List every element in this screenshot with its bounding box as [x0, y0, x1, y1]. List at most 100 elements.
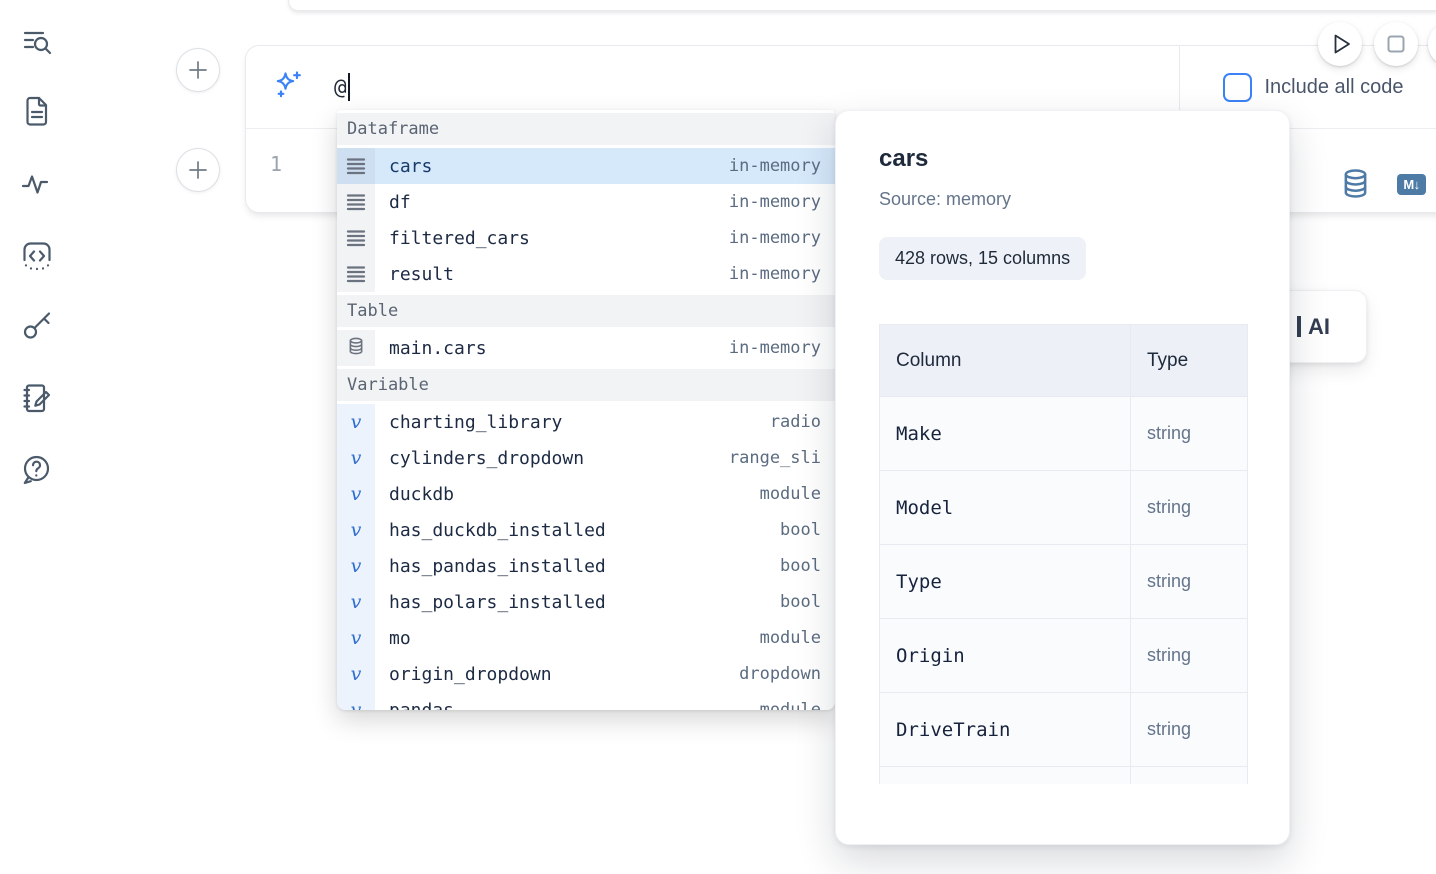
completion-item-name: cylinders_dropdown [389, 448, 584, 469]
toc-search-icon[interactable] [18, 24, 56, 62]
completion-item-gutter: v [337, 692, 375, 710]
schema-header-row: ColumnType [880, 325, 1248, 397]
variable-icon: v [351, 521, 362, 540]
schema-column-type [1131, 767, 1248, 785]
completion-item[interactable]: dfin-memory [337, 184, 835, 220]
completion-item-gutter: v [337, 404, 375, 440]
schema-column-type: string [1131, 693, 1248, 767]
variable-icon: v [351, 629, 362, 648]
preview-source: Source: memory [879, 189, 1246, 210]
completion-item[interactable]: v cylinders_dropdown range_sli [337, 440, 835, 476]
schema-column-type: string [1131, 619, 1248, 693]
completion-item[interactable]: vhas_polars_installedbool [337, 584, 835, 620]
completion-item-gutter: v [337, 620, 375, 656]
key-icon[interactable] [18, 308, 56, 346]
variable-icon: v [351, 557, 362, 576]
completion-item-type: in-memory [729, 338, 835, 358]
dataframe-rows-icon [346, 228, 366, 248]
run-cell-button[interactable] [1318, 22, 1362, 66]
document-icon[interactable] [18, 93, 56, 131]
text-cursor [348, 73, 350, 101]
table-database-icon [348, 337, 364, 360]
completion-item-type: in-memory [729, 192, 835, 212]
completion-item-name: cars [389, 156, 432, 177]
completion-dropdown: Dataframecarsin-memorydfin-memoryfiltere… [337, 110, 835, 710]
variable-icon: v [351, 449, 362, 468]
completion-item-gutter: v [337, 512, 375, 548]
completion-item-type: range_sli [729, 448, 835, 468]
completion-item-name: has_polars_installed [389, 592, 606, 613]
schema-column-name [880, 767, 1131, 785]
completion-item-gutter: v [337, 440, 375, 476]
completion-item[interactable]: v origin_dropdown dropdown [337, 656, 835, 692]
completion-item-name: has_pandas_installed [389, 556, 606, 577]
completion-item-name: pandas [389, 700, 454, 711]
schema-row: Modelstring [880, 471, 1248, 545]
completion-item-name: mo [389, 628, 411, 649]
sql-database-icon[interactable] [1342, 168, 1369, 204]
completion-item-name: origin_dropdown [389, 664, 552, 685]
dataframe-rows-icon [346, 192, 366, 212]
schema-row: Typestring [880, 545, 1248, 619]
completion-item-name: has_duckdb_installed [389, 520, 606, 541]
include-all-code-label: Include all code [1265, 76, 1404, 99]
completion-item-gutter [337, 256, 375, 292]
play-icon [1318, 54, 1362, 69]
completion-item[interactable]: v pandas module [337, 692, 835, 710]
schema-column-name: Model [880, 471, 1131, 545]
help-icon[interactable] [18, 452, 56, 490]
completion-item[interactable]: carsin-memory [337, 148, 835, 184]
completion-item[interactable]: vhas_duckdb_installedbool [337, 512, 835, 548]
completion-item[interactable]: v has_pandas_installed bool [337, 548, 835, 584]
variable-icon: v [351, 665, 362, 684]
sidebar [0, 0, 70, 874]
activity-icon[interactable] [18, 166, 56, 204]
completion-item-type: dropdown [739, 664, 835, 684]
completion-item-name: result [389, 264, 454, 285]
schema-table-wrapper: ColumnType MakestringModelstringTypestri… [879, 324, 1248, 784]
completion-item[interactable]: vmomodule [337, 620, 835, 656]
completion-item-gutter [337, 330, 375, 366]
completion-item-name: duckdb [389, 484, 454, 505]
scratchpad-icon[interactable] [18, 380, 56, 418]
completion-section-header: Variable [337, 369, 835, 401]
ai-button-label: AI [1308, 314, 1330, 340]
completion-item-type: bool [780, 592, 835, 612]
markdown-icon[interactable]: M↓ [1397, 174, 1426, 195]
completion-item[interactable]: result in-memory [337, 256, 835, 292]
schema-column-name: Make [880, 397, 1131, 471]
variable-icon: v [351, 701, 362, 711]
add-cell-button-bottom[interactable] [176, 148, 220, 192]
completion-item-name: charting_library [389, 412, 562, 433]
preview-title: cars [879, 145, 1246, 173]
dataframe-preview-panel: cars Source: memory 428 rows, 15 columns… [835, 110, 1290, 845]
code-snippets-icon[interactable] [18, 238, 56, 276]
completion-item[interactable]: vcharting_libraryradio [337, 404, 835, 440]
variable-icon: v [351, 413, 362, 432]
schema-header-cell: Column [880, 325, 1131, 397]
completion-item-type: bool [780, 556, 835, 576]
markdown-badge-text: M↓ [1403, 177, 1419, 192]
completion-item[interactable]: v duckdb module [337, 476, 835, 512]
completion-item-gutter: v [337, 476, 375, 512]
prompt-text: @ [334, 75, 347, 99]
completion-item-gutter [337, 148, 375, 184]
completion-item-type: module [760, 700, 835, 710]
variable-icon: v [351, 485, 362, 504]
completion-item[interactable]: main.cars in-memory [337, 330, 835, 366]
completion-section-header: Dataframe [337, 113, 835, 145]
completion-item[interactable]: filtered_carsin-memory [337, 220, 835, 256]
schema-row: Originstring [880, 619, 1248, 693]
completion-item-type: module [760, 484, 835, 504]
schema-column-name: Type [880, 545, 1131, 619]
schema-column-type: string [1131, 545, 1248, 619]
completion-item-name: main.cars [389, 338, 487, 359]
sparkles-ai-icon [272, 69, 304, 101]
completion-item-type: in-memory [729, 264, 835, 284]
include-all-code-checkbox[interactable] [1223, 73, 1252, 102]
stop-cell-button[interactable] [1374, 22, 1418, 66]
add-cell-button-top[interactable] [176, 48, 220, 92]
completion-item-name: filtered_cars [389, 228, 530, 249]
completion-item-gutter: v [337, 656, 375, 692]
